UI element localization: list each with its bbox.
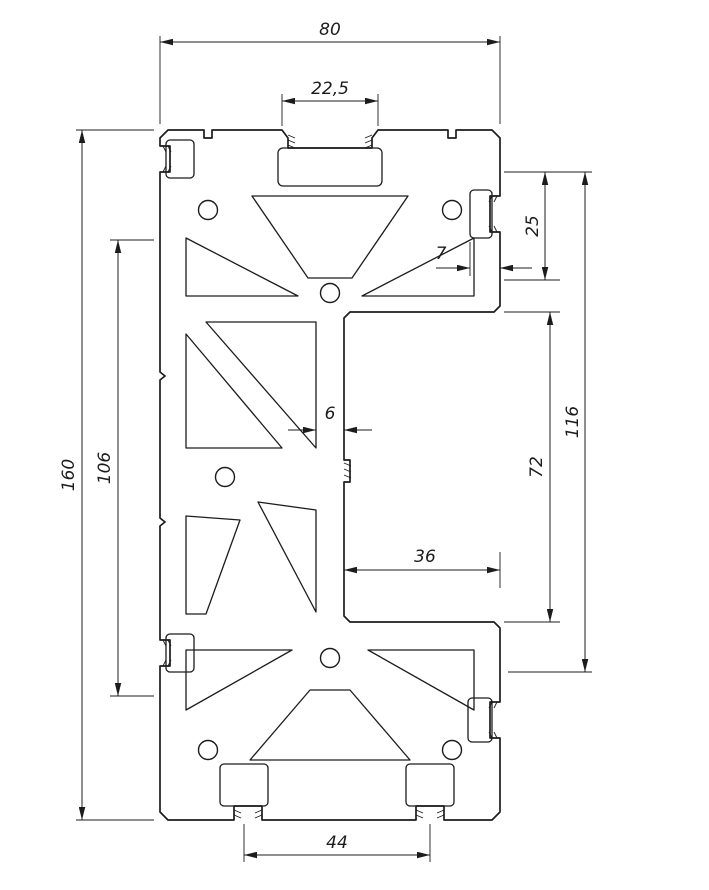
dimension-label: 36	[414, 547, 436, 567]
dimension-25-right: 25	[504, 171, 592, 281]
screw-hole	[319, 647, 341, 669]
cavity-upper-right	[361, 237, 475, 297]
dimension-label: 106	[95, 452, 115, 485]
screw-hole	[214, 466, 236, 488]
dimension-116-right-span: 116	[508, 172, 592, 673]
cavity-right-upper-slot	[469, 189, 493, 239]
cavity-mid-left-upper	[185, 333, 283, 449]
screw-hole	[197, 739, 219, 761]
screw-holes	[197, 199, 463, 761]
dimension-label: 160	[59, 459, 79, 491]
cavity-lower-left	[185, 649, 293, 711]
cavity-right-lower-slot	[467, 697, 493, 743]
cavity-bottom-right-slot	[405, 763, 455, 807]
dimension-36-recess-depth: 36	[344, 547, 501, 588]
cavity-top-slot	[277, 147, 383, 187]
thread-serration-ticks	[162, 134, 498, 819]
profile-outline	[159, 129, 501, 821]
dimension-label: 72	[527, 456, 547, 478]
dimension-44-bottom-slots: 44	[243, 824, 431, 862]
cavity-upper-left	[185, 237, 299, 297]
cavity-upper-center	[251, 195, 409, 279]
dimension-label: 25	[523, 215, 543, 237]
dimension-label: 6	[325, 404, 336, 424]
dimension-72-recess-height: 72	[504, 311, 560, 623]
screw-hole	[319, 282, 341, 304]
screw-hole	[197, 199, 219, 221]
cavity-left-lower-slot	[165, 633, 195, 673]
dimension-160-total-height: 160	[59, 129, 154, 821]
dimension-label: 80	[319, 20, 341, 40]
dimension-22-5-top-slot: 22,5	[281, 79, 379, 126]
cavity-bottom-left-slot	[219, 763, 269, 807]
dimension-7-wall: 7	[436, 242, 532, 276]
profile	[159, 129, 501, 821]
cavity-lower-center	[249, 689, 411, 761]
dimension-label: 7	[436, 244, 447, 264]
cavity-mid-left-lower	[185, 515, 241, 615]
cavities	[165, 139, 493, 807]
screw-hole	[441, 739, 463, 761]
screw-hole	[441, 199, 463, 221]
dimension-6-web: 6	[288, 404, 372, 444]
dimension-106-left-span: 106	[95, 239, 154, 697]
cavity-mid-lower	[257, 501, 317, 613]
dimension-label: 22,5	[311, 79, 349, 99]
cavity-left-upper-slot	[165, 139, 195, 179]
cavity-lower-right	[367, 649, 475, 711]
cavity-mid-upper	[205, 321, 317, 449]
dimension-label: 116	[563, 406, 583, 439]
dimension-80-top-width: 80	[159, 20, 501, 124]
dimension-label: 44	[326, 833, 348, 853]
